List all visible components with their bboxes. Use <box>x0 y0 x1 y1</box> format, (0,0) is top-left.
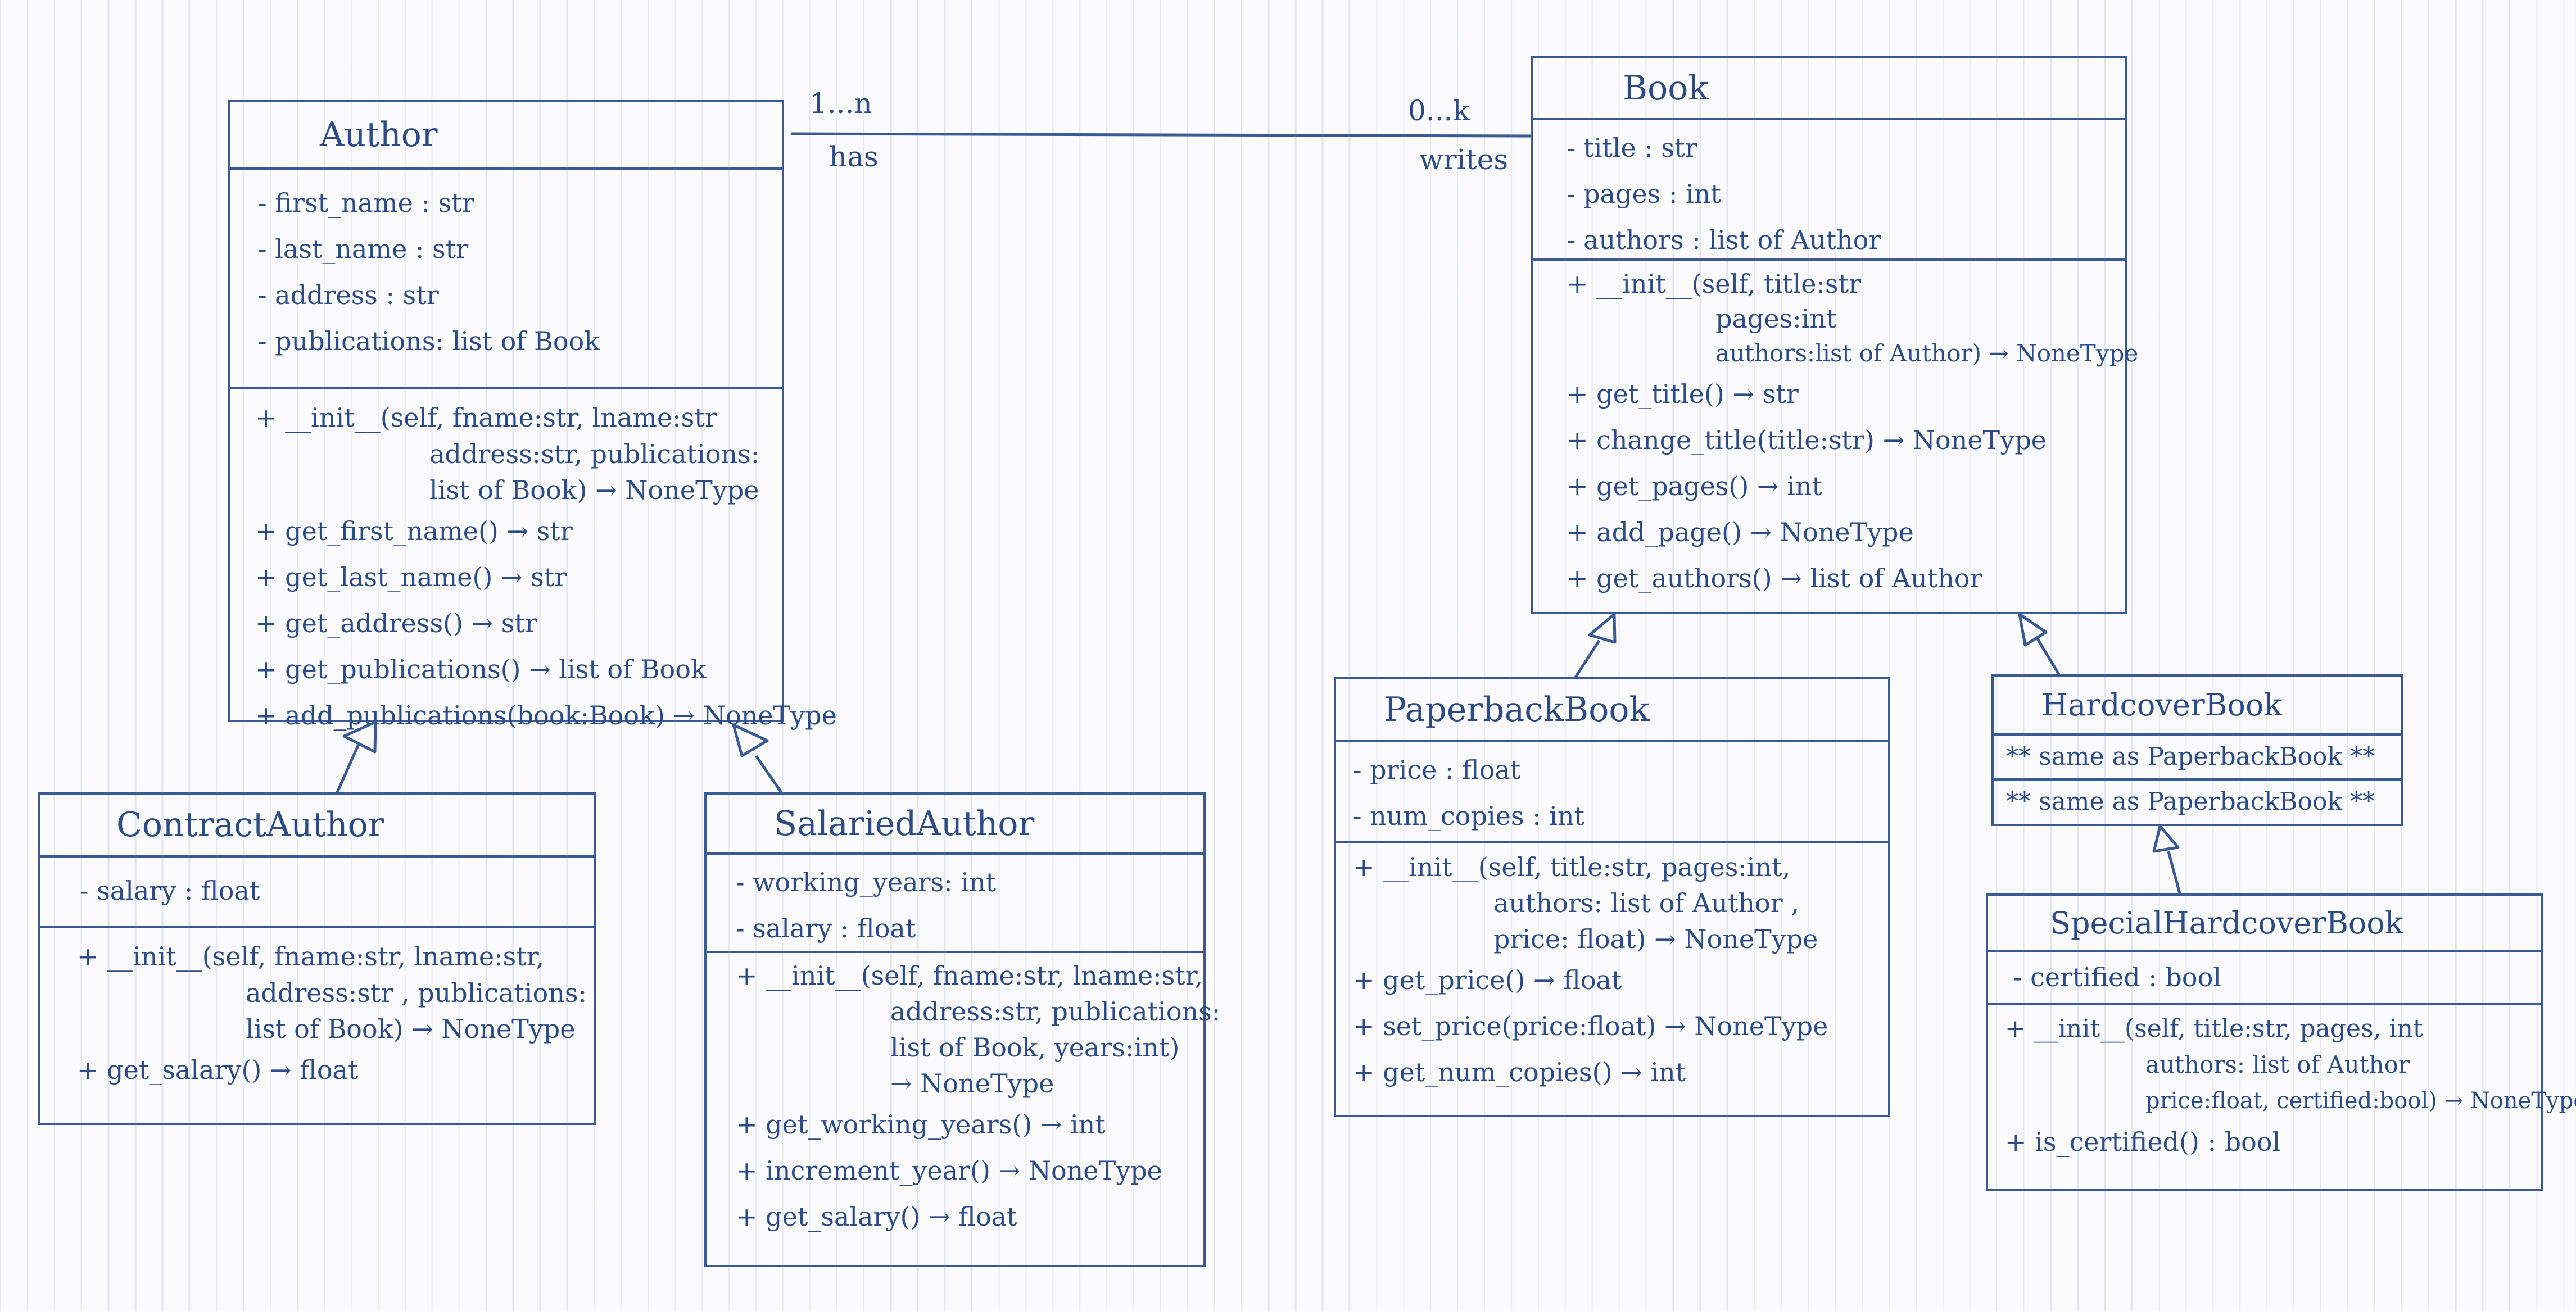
method: + get_publications() → list of Book <box>255 654 707 684</box>
class-hardcover-book: HardcoverBook ** same as PaperbackBook *… <box>1991 674 2403 826</box>
attribute: - price : float <box>1353 755 1521 785</box>
class-special-hardcover-book-title: SpecialHardcoverBook <box>1988 896 2541 952</box>
class-special-hardcover-book: SpecialHardcoverBook - certified : bool … <box>1986 893 2576 1191</box>
association-right-role: writes <box>1419 143 1509 176</box>
generalization-contract-author <box>336 741 361 793</box>
method-continuation: authors: list of Author , <box>1493 888 1799 918</box>
method-continuation: list of Book, years:int) <box>890 1032 1180 1063</box>
generalization-paperback-book <box>1574 639 1601 678</box>
method-continuation: authors:list of Author) → NoneType <box>1715 339 2139 367</box>
association-left-role: has <box>829 140 879 173</box>
attribute: ** same as PaperbackBook ** <box>2006 742 2375 771</box>
method: + add_publications(book:Book) → NoneType <box>255 700 837 731</box>
attribute: - authors : list of Author <box>1567 225 1881 255</box>
association-line <box>791 132 1531 138</box>
attribute: - pages : int <box>1567 179 1721 209</box>
method: + get_authors() → list of Author <box>1567 563 1982 593</box>
class-book-attributes: - title : str - pages : int - authors : … <box>1533 120 2125 261</box>
method: + is_certified() : bool <box>2005 1127 2281 1157</box>
generalization-salaried-author <box>754 755 783 793</box>
method-continuation: list of Book) → NoneType <box>429 475 759 505</box>
method: + set_price(price:float) → NoneType <box>1353 1011 1828 1041</box>
class-salaried-author: SalariedAuthor - working_years: int - sa… <box>704 792 1221 1267</box>
method: + __init__(self, fname:str, lname:str, <box>736 960 1203 991</box>
method: + change_title(title:str) → NoneType <box>1567 425 2047 455</box>
method-continuation: → NoneType <box>890 1068 1054 1099</box>
class-contract-author-title: ContractAuthor <box>40 795 594 858</box>
method: + __init__(self, title:str <box>1567 269 1862 299</box>
method-continuation: pages:int <box>1715 303 1837 334</box>
class-contract-author-methods: + __init__(self, fname:str, lname:str, a… <box>40 928 594 1093</box>
class-salaried-author-methods: + __init__(self, fname:str, lname:str, a… <box>707 953 1221 1240</box>
method: + __init__(self, title:str, pages, int <box>2005 1014 2423 1043</box>
method: + get_salary() → float <box>77 1055 359 1085</box>
method: + increment_year() → NoneType <box>736 1155 1162 1186</box>
class-author-title: Author <box>230 102 782 170</box>
class-hardcover-book-attributes: ** same as PaperbackBook ** <box>1994 736 2401 781</box>
method-continuation: authors: list of Author <box>2145 1051 2410 1078</box>
attribute: - title : str <box>1567 133 1697 163</box>
class-author-methods: + __init__(self, fname:str, lname:str ad… <box>230 389 837 738</box>
attribute: - address : str <box>258 280 439 310</box>
class-special-hardcover-book-methods: + __init__(self, title:str, pages, int a… <box>1988 1005 2576 1165</box>
class-hardcover-book-title: HardcoverBook <box>1994 677 2401 736</box>
association-left-multiplicity: 1...n <box>809 87 872 120</box>
method: + add_page() → NoneType <box>1567 517 1914 547</box>
class-hardcover-book-methods: ** same as PaperbackBook ** <box>1994 781 2401 823</box>
method: + get_salary() → float <box>736 1201 1017 1232</box>
class-paperback-book-attributes: - price : float - num_copies : int <box>1336 742 1888 843</box>
method-continuation: address:str, publications: <box>429 439 760 469</box>
method: + get_num_copies() → int <box>1353 1057 1686 1087</box>
attribute: - salary : float <box>80 875 260 906</box>
class-contract-author: ContractAuthor - salary : float + __init… <box>38 792 596 1125</box>
method: + get_first_name() → str <box>255 516 573 546</box>
class-paperback-book-methods: + __init__(self, title:str, pages:int, a… <box>1336 843 1888 1095</box>
attribute: - last_name : str <box>258 234 469 264</box>
method: + __init__(self, fname:str, lname:str, <box>77 941 545 972</box>
method: + get_price() → float <box>1353 965 1622 995</box>
class-salaried-author-attributes: - working_years: int - salary : float <box>707 855 1203 953</box>
method-continuation: price: float) → NoneType <box>1493 924 1818 954</box>
class-paperback-book: PaperbackBook - price : float - num_copi… <box>1334 677 1890 1117</box>
method: + get_last_name() → str <box>255 562 567 592</box>
method: + __init__(self, fname:str, lname:str <box>255 402 717 433</box>
class-book: Book - title : str - pages : int - autho… <box>1531 56 2139 614</box>
attribute: - certified : bool <box>2013 962 2221 992</box>
class-author-attributes: - first_name : str - last_name : str - a… <box>230 170 782 389</box>
method: ** same as PaperbackBook ** <box>2006 787 2375 816</box>
generalization-special-hardcover-book <box>2167 851 2181 894</box>
method-continuation: address:str, publications: <box>890 996 1221 1027</box>
method: + get_address() → str <box>255 608 537 638</box>
method-continuation: list of Book) → NoneType <box>246 1014 576 1044</box>
attribute: - working_years: int <box>736 867 997 897</box>
method: + __init__(self, title:str, pages:int, <box>1353 852 1791 882</box>
class-paperback-book-title: PaperbackBook <box>1336 679 1888 742</box>
class-author: Author - first_name : str - last_name : … <box>228 100 837 731</box>
generalization-arrowhead <box>2152 824 2180 853</box>
class-book-title: Book <box>1533 58 2125 120</box>
generalization-arrowhead <box>1588 613 1617 644</box>
generalization-hardcover-book <box>2036 638 2061 675</box>
association-right-multiplicity: 0...k <box>1408 94 1470 127</box>
method-continuation: price:float, certified:bool) → NoneType <box>2145 1088 2576 1114</box>
method: + get_title() → str <box>1567 379 1799 409</box>
attribute: - first_name : str <box>258 188 474 218</box>
generalization-arrowhead <box>2018 613 2048 647</box>
attribute: - publications: list of Book <box>258 326 600 356</box>
class-contract-author-attributes: - salary : float <box>40 858 594 928</box>
attribute: - salary : float <box>736 913 916 943</box>
method: + get_pages() → int <box>1567 471 1822 501</box>
class-special-hardcover-book-attributes: - certified : bool <box>1988 952 2541 1005</box>
attribute: - num_copies : int <box>1353 801 1585 831</box>
method-continuation: address:str , publications: <box>246 978 587 1008</box>
class-book-methods: + __init__(self, title:str pages:int aut… <box>1533 261 2139 601</box>
method: + get_working_years() → int <box>736 1109 1106 1140</box>
class-salaried-author-title: SalariedAuthor <box>707 795 1203 855</box>
